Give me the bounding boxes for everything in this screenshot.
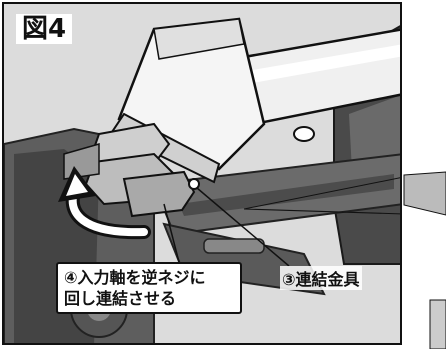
callout-line-1: ④入力軸を逆ネジに — [64, 268, 206, 287]
reverse-thread-callout: ④入力軸を逆ネジに 回し連結させる — [56, 262, 242, 314]
figure-label: 図4 — [16, 14, 73, 44]
coupling-fitting-label: ③連結金具 — [280, 266, 362, 290]
callout-line-2: 回し連結させる — [64, 289, 177, 308]
photo-frame: 図4 ④入力軸を逆ネジに 回し連結させる ③連結金具 — [2, 2, 402, 345]
